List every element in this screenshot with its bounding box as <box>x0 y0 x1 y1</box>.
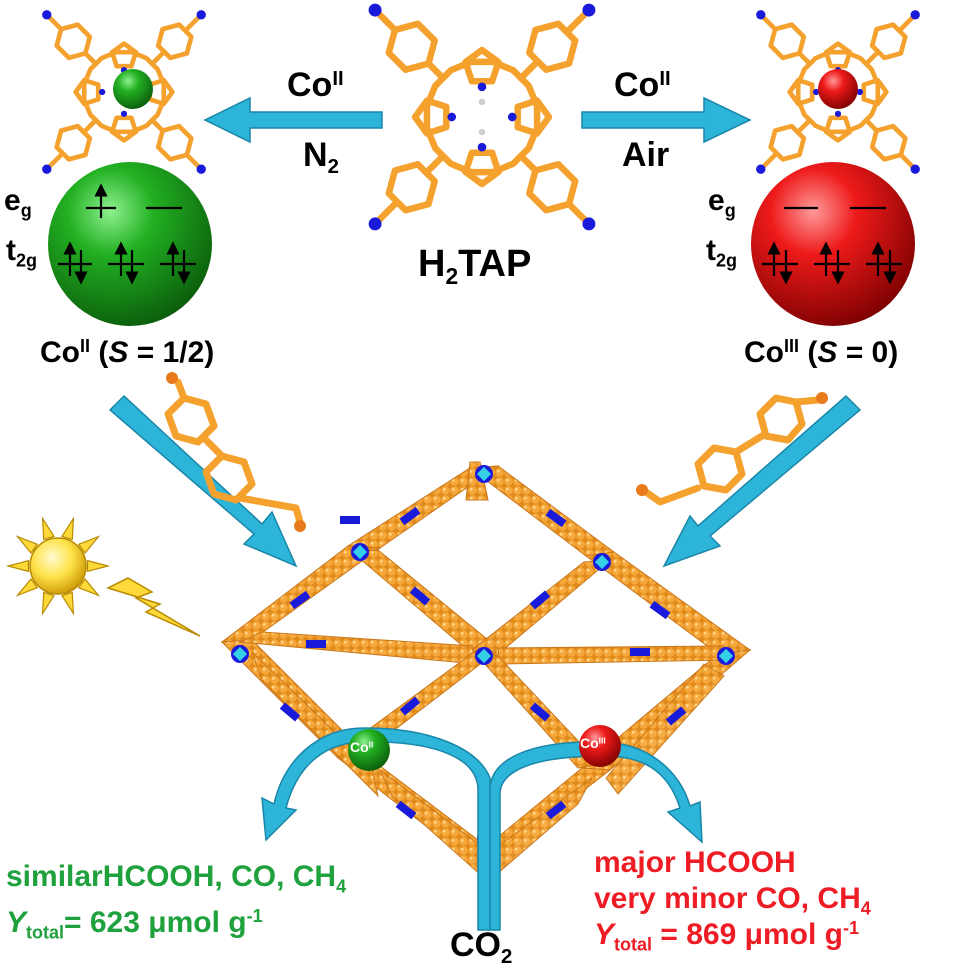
right-result-line1: major HCOOH <box>594 846 796 879</box>
coii-site-sphere <box>348 729 390 771</box>
lightning-icon <box>105 577 201 637</box>
right-arrow-metal-label: CoII <box>614 66 671 104</box>
coii-spin-label: CoII (S = 1/2) <box>40 336 215 369</box>
coii-sphere <box>48 162 212 326</box>
coii-t2g-label: t2g <box>6 234 38 271</box>
h2tap-label: H2TAP <box>418 243 532 289</box>
left-result-line1: similarHCOOH, CO, CH4 <box>6 860 347 897</box>
left-arrow <box>203 96 383 144</box>
left-arrow-atmosphere-label: N2 <box>303 136 339 179</box>
coii-eg-label: eg <box>4 184 32 221</box>
left-diagonal-arrow <box>108 394 298 568</box>
cof-framework <box>220 461 752 882</box>
coiii-porphyrin-molecule <box>756 10 920 174</box>
right-result-yield: Ytotal = 869 μmol g-1 <box>594 918 859 955</box>
right-diagonal-arrow <box>662 394 862 568</box>
right-biphenyl-linker <box>636 392 828 506</box>
right-arrow-atmosphere-label: Air <box>622 136 670 174</box>
coii-orbital-diagram <box>58 183 196 285</box>
co2-branch-arrow <box>261 727 703 931</box>
coii-site-label: CoII <box>350 739 374 755</box>
coiii-sphere <box>751 162 915 326</box>
coiii-site-sphere <box>579 725 621 767</box>
right-result-line2: very minor CO, CH4 <box>594 882 871 919</box>
coiii-site-label: CoIII <box>580 735 606 751</box>
sun-icon <box>5 516 111 616</box>
left-biphenyl-linker <box>164 372 306 532</box>
coiii-t2g-label: t2g <box>706 234 738 271</box>
h2tap-molecule <box>368 3 596 231</box>
co2-label: CO2 <box>450 926 513 969</box>
coiii-orbital-diagram <box>762 206 902 285</box>
coiii-spin-label: CoIII (S = 0) <box>744 336 899 369</box>
left-arrow-metal-label: CoII <box>287 66 344 104</box>
coii-center-sphere <box>113 69 153 109</box>
right-arrow <box>581 96 752 144</box>
coiii-eg-label: eg <box>708 184 736 221</box>
left-result-yield: Ytotal= 623 μmol g-1 <box>6 906 263 943</box>
coiii-center-sphere <box>818 69 858 109</box>
coii-porphyrin-molecule <box>42 10 206 174</box>
